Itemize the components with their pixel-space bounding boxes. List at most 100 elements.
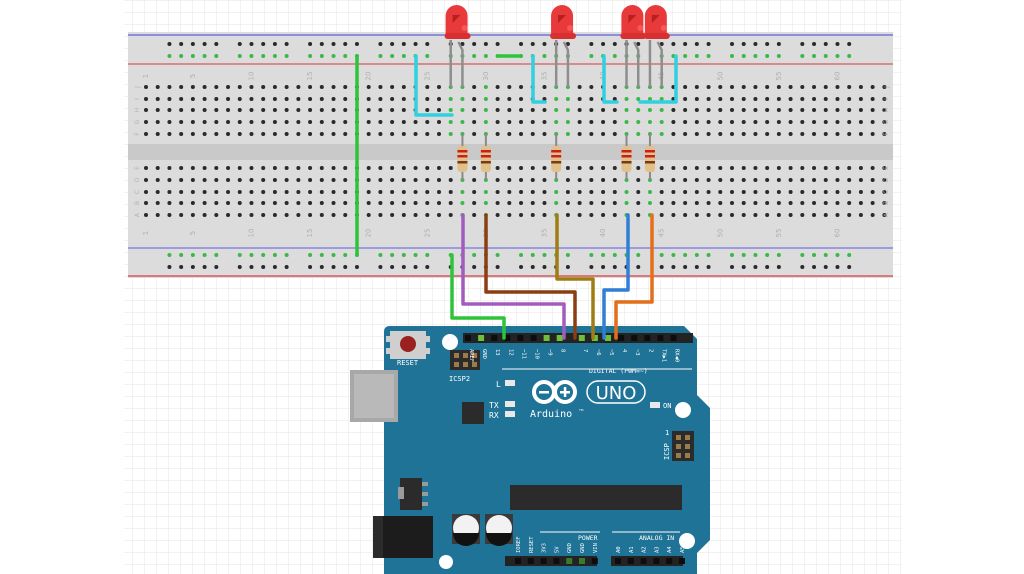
analog-pin[interactable] [615, 558, 621, 564]
breadboard-hole [741, 108, 746, 112]
digital-pin-label: 13 [494, 349, 500, 356]
rail-hole [835, 253, 840, 257]
breadboard-hole [671, 213, 676, 217]
digital-pin[interactable] [556, 335, 563, 341]
power-jack-front [373, 516, 383, 558]
digital-pin[interactable] [591, 335, 598, 341]
breadboard-hole [647, 190, 652, 194]
cathode-jumper[interactable] [638, 54, 678, 104]
led[interactable] [620, 5, 647, 87]
digital-pin[interactable] [578, 335, 585, 341]
power-pin-label: 5V [554, 546, 560, 553]
led-body [644, 5, 667, 39]
uno-badge [586, 380, 646, 404]
led[interactable] [444, 5, 471, 87]
column-number: 35 [540, 229, 548, 238]
led-anode-leg [633, 41, 640, 87]
breadboard-hole [284, 213, 289, 217]
breadboard-hole [331, 85, 336, 89]
digital-pin[interactable] [670, 335, 677, 341]
breadboard-hole [472, 213, 477, 217]
resistors [457, 134, 655, 180]
breadboard-hole [460, 120, 465, 124]
power-pin[interactable] [553, 558, 560, 564]
analog-pin[interactable] [666, 558, 673, 564]
digital-label: DIGITAL (PWM=~) [589, 367, 648, 375]
row-label-left: G [134, 119, 141, 124]
digital-pin[interactable] [618, 335, 625, 341]
analog-pin[interactable] [640, 558, 647, 564]
breadboard-hole [882, 178, 887, 182]
breadboard-hole [378, 190, 383, 194]
led[interactable] [550, 5, 577, 87]
analog-pin[interactable] [627, 558, 634, 564]
power-pin[interactable] [566, 558, 573, 564]
pin6-wire[interactable] [602, 213, 630, 340]
power-pin[interactable] [540, 558, 547, 564]
power-pin[interactable] [591, 558, 598, 564]
breadboard-hole [589, 166, 594, 170]
breadboard-hole [788, 178, 793, 182]
reset-button-cap[interactable] [400, 336, 416, 352]
resistor-band [480, 161, 491, 164]
cathode-jumper[interactable] [414, 54, 454, 117]
breadboard-hole [694, 166, 699, 170]
digital-pin[interactable] [465, 335, 471, 341]
rail-hole [401, 265, 406, 269]
breadboard-hole [858, 190, 863, 194]
breadboard-hole [683, 97, 688, 101]
power-pin[interactable] [515, 558, 521, 564]
gnd-to-arduino-wire[interactable] [450, 253, 506, 340]
breadboard-hole [694, 190, 699, 194]
analog-pin[interactable] [653, 558, 660, 564]
breadboard-hole [788, 120, 793, 124]
digital-pin[interactable] [530, 335, 537, 341]
pin9-wire[interactable] [461, 213, 566, 340]
rail-hole [601, 42, 606, 46]
breadboard-hole [237, 166, 242, 170]
power-pin[interactable] [527, 558, 534, 564]
digital-pin[interactable] [644, 335, 651, 341]
pin5-wire[interactable] [614, 213, 654, 340]
rail-hole [167, 42, 172, 46]
breadboard-hole [612, 120, 617, 124]
pin7-wire[interactable] [555, 213, 595, 340]
breadboard-hole [858, 178, 863, 182]
breadboard-hole [179, 166, 184, 170]
rail-hole [261, 253, 266, 257]
breadboard-hole [226, 97, 231, 101]
rail-hole [589, 265, 594, 269]
breadboard-hole [167, 213, 172, 217]
breadboard-hole [577, 85, 582, 89]
digital-pin[interactable] [504, 335, 511, 341]
digital-pin[interactable] [605, 335, 611, 341]
breadboard-hole [624, 108, 629, 112]
breadboard-hole [718, 132, 723, 136]
breadboard-hole [636, 166, 641, 170]
rail-hole [847, 54, 852, 58]
pin8-wire[interactable] [484, 213, 577, 340]
digital-pin[interactable] [657, 335, 664, 341]
breadboard-hole [718, 213, 723, 217]
digital-pin[interactable] [478, 335, 485, 341]
cathode-jumper[interactable] [602, 54, 619, 104]
breadboard-hole [741, 213, 746, 217]
breadboard-hole [577, 190, 582, 194]
cathode-jumper[interactable] [531, 54, 547, 104]
digital-pin[interactable] [543, 335, 550, 341]
breadboard-hole [730, 108, 734, 112]
digital-pin[interactable] [631, 335, 638, 341]
analog-pin[interactable] [679, 558, 685, 564]
digital-pin[interactable] [517, 335, 524, 341]
row-label-left: D [134, 177, 141, 182]
breadboard-hole [190, 201, 195, 205]
analog-label: ANALOG IN [639, 534, 674, 542]
digital-pin[interactable] [491, 335, 498, 341]
breadboard-hole [167, 85, 172, 89]
breadboard-hole [343, 108, 348, 112]
power-pin[interactable] [579, 558, 585, 564]
breadboard-hole [483, 85, 488, 89]
led[interactable] [643, 5, 670, 87]
breadboard-hole [167, 132, 172, 136]
rail-hole [835, 265, 840, 269]
